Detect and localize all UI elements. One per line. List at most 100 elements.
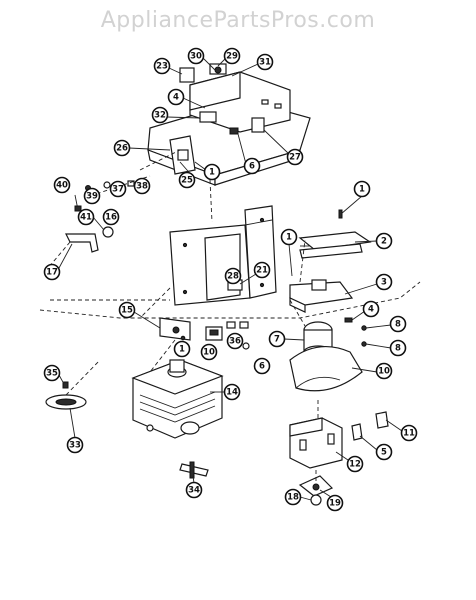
callout-part-2: 2 [375, 232, 393, 250]
callout-circle [178, 171, 196, 189]
callout-circle [43, 364, 61, 382]
callout-label: 39 [86, 192, 98, 202]
callout-part-14: 14 [223, 383, 241, 401]
callout-label: 38 [136, 182, 148, 192]
callout-circle [256, 53, 274, 71]
callout-label: 6 [259, 362, 265, 372]
callout-part-4: 4 [167, 88, 185, 106]
callout-label: 3 [381, 278, 387, 288]
callout-label: 35 [46, 369, 58, 379]
callout-label: 15 [121, 306, 133, 316]
callout-circle [173, 340, 191, 358]
callout-part-25: 25 [178, 171, 196, 189]
callout-circle [253, 261, 271, 279]
callout-circle [280, 228, 298, 246]
callout-circle [226, 332, 244, 350]
callout-part-37: 37 [109, 180, 127, 198]
callout-part-15: 15 [118, 301, 136, 319]
callout-circle [375, 273, 393, 291]
callout-label: 26 [116, 144, 128, 154]
callout-label: 19 [329, 499, 341, 509]
watermark-text: AppliancePartsPros.com [100, 8, 376, 33]
callout-circle [118, 301, 136, 319]
callout-circle [400, 424, 418, 442]
callout-part-1: 1 [280, 228, 298, 246]
top-bracket-assembly [147, 63, 311, 186]
callout-part-38: 38 [133, 177, 151, 195]
callout-part-31: 31 [256, 53, 274, 71]
callout-circle [286, 148, 304, 166]
callout-circle [203, 163, 221, 181]
callout-part-41: 41 [77, 208, 95, 226]
callout-circle [102, 208, 120, 226]
callout-label: 1 [286, 233, 292, 243]
callout-circle [167, 88, 185, 106]
callout-label: 4 [368, 305, 374, 315]
callout-circle [113, 139, 131, 157]
callout-label: 11 [403, 429, 415, 439]
callout-part-17: 17 [43, 263, 61, 281]
callout-part-35: 35 [43, 364, 61, 382]
callout-circle [53, 176, 71, 194]
callout-label: 5 [381, 448, 387, 458]
thermostat-cover [45, 381, 87, 410]
callout-circle [362, 300, 380, 318]
callout-label: 4 [173, 93, 179, 103]
callout-label: 25 [181, 176, 193, 186]
callout-part-32: 32 [151, 106, 169, 124]
callout-label: 1 [179, 345, 185, 355]
callout-label: 10 [203, 348, 215, 358]
callout-circle [153, 57, 171, 75]
callout-part-1: 1 [353, 180, 371, 198]
callout-circle [253, 357, 271, 375]
callout-label: 7 [274, 335, 280, 345]
callout-circle [223, 47, 241, 65]
callout-label: 30 [190, 52, 202, 62]
callout-circle [375, 443, 393, 461]
callout-part-26: 26 [113, 139, 131, 157]
callout-part-11: 11 [400, 424, 418, 442]
callout-label: 40 [56, 181, 68, 191]
callout-label: 33 [69, 441, 81, 451]
callout-part-23: 23 [153, 57, 171, 75]
callout-part-6: 6 [243, 157, 261, 175]
callout-part-1: 1 [203, 163, 221, 181]
callout-circle [326, 494, 344, 512]
callout-part-39: 39 [83, 187, 101, 205]
leader-lines [58, 57, 403, 501]
callout-part-6: 6 [253, 357, 271, 375]
callout-part-18: 18 [284, 488, 302, 506]
callout-circle [375, 362, 393, 380]
callout-part-10: 10 [200, 343, 218, 361]
callout-part-29: 29 [223, 47, 241, 65]
callout-label: 18 [287, 493, 299, 503]
callout-circle [83, 187, 101, 205]
callout-label: 2 [381, 237, 387, 247]
callout-circle [185, 481, 203, 499]
callout-part-1: 1 [173, 340, 191, 358]
callout-circle [43, 263, 61, 281]
thermal-bracket-assembly [289, 209, 372, 313]
callout-label: 32 [154, 111, 166, 121]
callout-label: 28 [227, 272, 239, 282]
callout-label: 16 [105, 213, 117, 223]
callout-part-16: 16 [102, 208, 120, 226]
callout-label: 8 [395, 344, 401, 354]
callout-label: 21 [256, 266, 268, 276]
callout-label: 12 [349, 460, 361, 470]
callout-circle [243, 157, 261, 175]
callout-circle [109, 180, 127, 198]
callout-label: 37 [112, 185, 124, 195]
fan-motor-assembly [289, 317, 389, 506]
callout-part-8: 8 [389, 339, 407, 357]
callout-label: 23 [156, 62, 168, 72]
callout-circle [375, 232, 393, 250]
waveguide-panel [169, 205, 277, 306]
callout-circle [133, 177, 151, 195]
callout-circle [200, 343, 218, 361]
callout-circle [151, 106, 169, 124]
callout-label: 6 [249, 162, 255, 172]
callout-circle [77, 208, 95, 226]
